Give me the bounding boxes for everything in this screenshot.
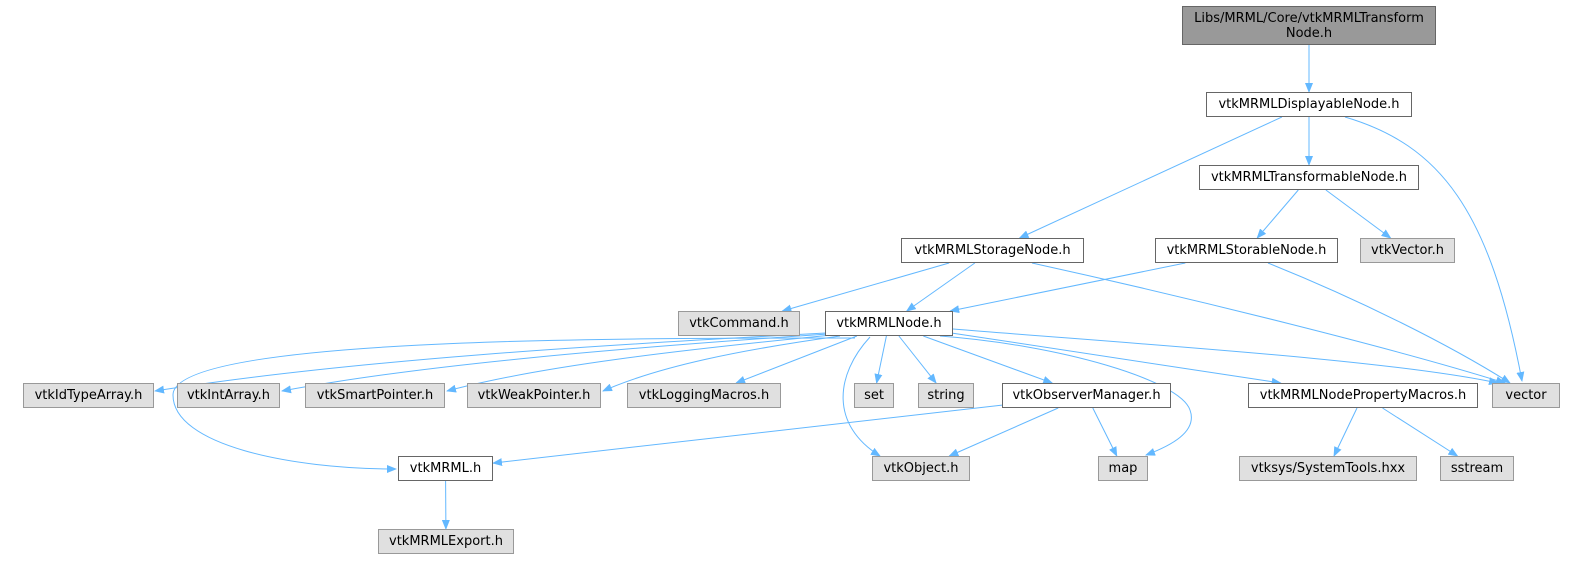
graph-node-label: sstream <box>1450 461 1504 476</box>
graph-node-root[interactable]: Libs/MRML/Core/vtkMRMLTransform Node.h <box>1182 6 1436 45</box>
edge-node-to-smartptr <box>446 334 833 393</box>
graph-node-label: vtkMRMLStorableNode.h <box>1166 243 1327 258</box>
edge-observer-to-object <box>948 407 1059 457</box>
graph-node-label: vtkSmartPointer.h <box>316 388 434 403</box>
graph-node-object[interactable]: vtkObject.h <box>872 456 970 481</box>
edge-node-to-observer <box>923 335 1054 384</box>
edge-propmacros-to-sstream <box>1382 407 1459 457</box>
edge-observer-to-map <box>1092 407 1118 457</box>
graph-node-storage[interactable]: vtkMRMLStorageNode.h <box>901 238 1084 263</box>
edge-node-to-idtype <box>154 332 827 394</box>
graph-node-smartptr[interactable]: vtkSmartPointer.h <box>305 383 445 408</box>
edge-node-to-set <box>874 335 887 384</box>
graph-node-label: map <box>1108 461 1138 476</box>
graph-node-label: vtkLoggingMacros.h <box>638 388 770 403</box>
edge-displayable-to-vector <box>1344 116 1525 382</box>
edge-observer-to-mrml <box>492 404 1003 467</box>
graph-node-label: vtkMRMLExport.h <box>389 534 503 549</box>
edge-node-to-propmacros <box>952 332 1282 386</box>
graph-node-label: vtkMRMLStorageNode.h <box>914 243 1071 258</box>
graph-node-idtype[interactable]: vtkIdTypeArray.h <box>23 383 154 408</box>
edge-node-to-vector <box>952 328 1499 386</box>
edge-displayable-to-storage <box>1018 116 1283 239</box>
edges-layer <box>154 45 1525 530</box>
graph-node-label: vtkMRMLNode.h <box>836 316 942 331</box>
graph-node-label: vtkMRML.h <box>409 461 482 476</box>
graph-node-label: vtkMRMLDisplayableNode.h <box>1218 97 1400 112</box>
graph-node-observer[interactable]: vtkObserverManager.h <box>1002 383 1171 408</box>
edge-storage-to-node <box>905 262 976 312</box>
edge-node-to-object <box>842 336 881 457</box>
edge-node-to-weakptr <box>602 335 841 392</box>
graph-node-label: vtkObserverManager.h <box>1012 388 1161 403</box>
edge-transformable-to-storable <box>1256 189 1299 239</box>
edge-node-to-logging <box>735 335 858 384</box>
graph-node-displayable[interactable]: vtkMRMLDisplayableNode.h <box>1206 92 1412 117</box>
graph-node-set[interactable]: set <box>854 383 894 408</box>
graph-node-vector[interactable]: vector <box>1492 383 1560 408</box>
graph-node-logging[interactable]: vtkLoggingMacros.h <box>627 383 781 408</box>
edge-node-to-string <box>898 335 937 384</box>
graph-node-label: vtkIntArray.h <box>186 388 271 403</box>
edge-storable-to-vector <box>1267 262 1511 384</box>
graph-node-map[interactable]: map <box>1098 456 1148 481</box>
graph-node-storable[interactable]: vtkMRMLStorableNode.h <box>1155 238 1338 263</box>
edge-propmacros-to-systools <box>1333 407 1358 457</box>
graph-node-vtkvector[interactable]: vtkVector.h <box>1360 238 1455 263</box>
graph-node-transformable[interactable]: vtkMRMLTransformableNode.h <box>1199 165 1419 190</box>
edge-storable-to-node <box>949 262 1186 314</box>
edge-storage-to-command <box>781 262 950 313</box>
graph-node-label: vtkIdTypeArray.h <box>34 388 143 403</box>
graph-node-command[interactable]: vtkCommand.h <box>678 311 800 336</box>
graph-node-label: vtkVector.h <box>1371 243 1444 258</box>
graph-node-string[interactable]: string <box>918 383 974 408</box>
graph-node-node[interactable]: vtkMRMLNode.h <box>825 311 953 336</box>
graph-node-weakptr[interactable]: vtkWeakPointer.h <box>467 383 601 408</box>
graph-node-propmacros[interactable]: vtkMRMLNodePropertyMacros.h <box>1248 383 1478 408</box>
graph-node-label: vtkObject.h <box>883 461 959 476</box>
graph-node-mrml[interactable]: vtkMRML.h <box>398 456 493 481</box>
edge-node-to-mrml <box>172 337 856 473</box>
graph-node-systools[interactable]: vtksys/SystemTools.hxx <box>1239 456 1417 481</box>
edge-storage-to-vector <box>1031 262 1506 385</box>
graph-node-label: vtkMRMLNodePropertyMacros.h <box>1259 388 1467 403</box>
graph-node-label: vtksys/SystemTools.hxx <box>1250 461 1406 476</box>
graph-node-label: vector <box>1505 388 1547 403</box>
graph-node-label: string <box>927 388 965 403</box>
graph-node-label: set <box>864 388 884 403</box>
graph-node-label: vtkWeakPointer.h <box>477 388 591 403</box>
graph-node-label: vtkCommand.h <box>689 316 789 331</box>
edge-node-to-intarray <box>281 333 829 394</box>
graph-node-sstream[interactable]: sstream <box>1440 456 1514 481</box>
edge-transformable-to-vtkvector <box>1325 189 1392 239</box>
graph-node-intarray[interactable]: vtkIntArray.h <box>177 383 280 408</box>
graph-node-label: Libs/MRML/Core/vtkMRMLTransform Node.h <box>1194 10 1424 41</box>
graph-node-label: vtkMRMLTransformableNode.h <box>1210 170 1408 185</box>
graph-node-export[interactable]: vtkMRMLExport.h <box>378 529 514 554</box>
edge-node-to-map <box>939 335 1192 456</box>
